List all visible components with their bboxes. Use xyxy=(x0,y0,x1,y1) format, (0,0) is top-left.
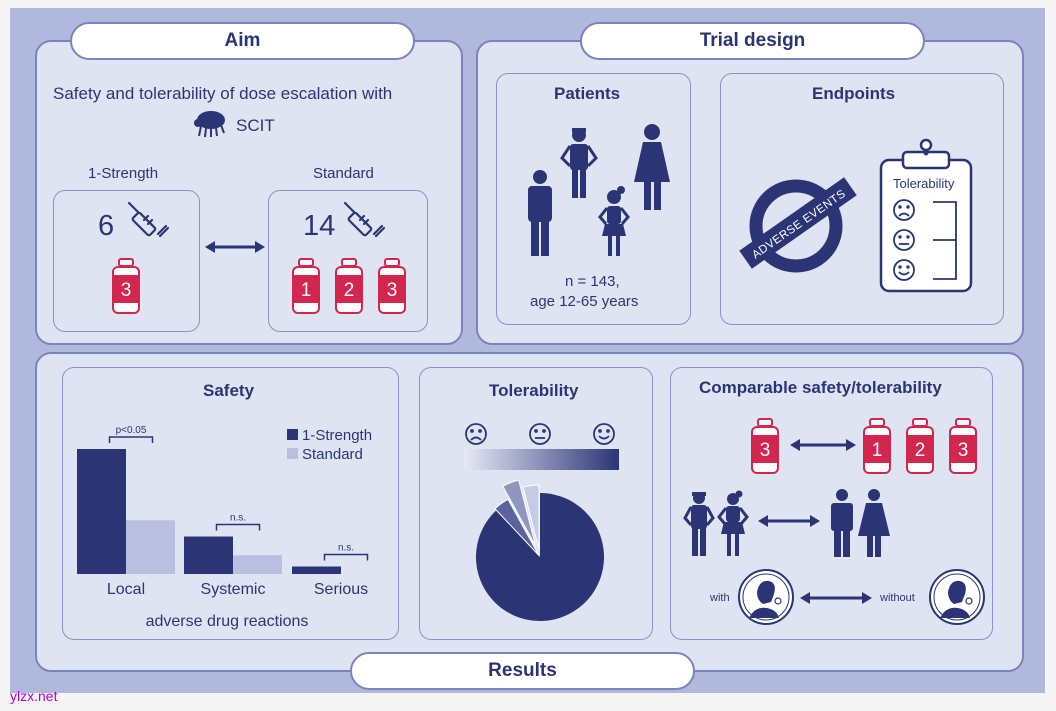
bar-1-strength-systemic xyxy=(184,536,233,574)
significance-label: n.s. xyxy=(230,513,246,524)
neutral-face-icon xyxy=(529,423,551,445)
category-label: Local xyxy=(107,581,145,598)
sad-face-icon xyxy=(465,423,487,445)
patients-count: n = 143, xyxy=(565,273,620,290)
endpoints-title: Endpoints xyxy=(812,84,896,103)
vial-icon: 2 xyxy=(906,418,934,474)
one-strength-label: 1-Strength xyxy=(88,165,159,182)
house-dust-mite-icon xyxy=(194,111,225,138)
pie-slice-neutral xyxy=(502,479,537,547)
vial-icon: 1 xyxy=(292,258,320,314)
trial-design-title: Trial design xyxy=(580,22,925,60)
vial-icon: 3 xyxy=(751,418,779,474)
compare-arrow-icon xyxy=(790,439,856,451)
with-label: with xyxy=(710,592,730,604)
patients-people-icon xyxy=(528,124,670,256)
vial-number: 3 xyxy=(121,280,132,301)
pie-slice-mostly-positive xyxy=(494,498,540,556)
compare-arrow-icon xyxy=(205,241,265,253)
significance-label: p<0.05 xyxy=(116,425,147,436)
clipboard-icon xyxy=(879,138,973,293)
tolerability-pie-chart xyxy=(476,479,604,621)
significance-bracket xyxy=(323,553,369,561)
bar-1-strength-serious xyxy=(292,566,341,574)
pie-slice-positive xyxy=(476,493,604,621)
legend-swatch xyxy=(287,448,298,459)
tolerability-gradient-scale xyxy=(464,449,619,470)
aim-therapy: SCIT xyxy=(236,116,275,135)
vial-icon: 3 xyxy=(378,258,406,314)
aim-title: Aim xyxy=(70,22,415,60)
significance-label: n.s. xyxy=(338,543,354,554)
adults-icon xyxy=(831,489,890,557)
significance-bracket xyxy=(215,523,261,531)
patients-age: age 12-65 years xyxy=(530,293,639,310)
results-title: Results xyxy=(350,652,695,690)
category-label: Serious xyxy=(314,581,368,598)
watermark: ylzx.net xyxy=(10,688,58,704)
syringe-icon xyxy=(127,201,170,238)
vial-icon: 1 xyxy=(863,418,891,474)
comparable-title: Comparable safety/tolerability xyxy=(699,378,942,397)
bar-1-strength-local xyxy=(77,449,126,574)
bar-standard-systemic xyxy=(233,555,282,574)
category-label: Systemic xyxy=(201,581,266,598)
adolescents-icon xyxy=(683,490,749,556)
pie-slice-negative xyxy=(522,484,540,550)
vial-icon: 2 xyxy=(335,258,363,314)
vial-number: 2 xyxy=(915,440,926,461)
bar-standard-local xyxy=(126,520,175,574)
x-axis-label: adverse drug reactions xyxy=(146,613,309,630)
happy-face-icon xyxy=(593,423,615,445)
legend-label: 1-Strength xyxy=(302,427,372,444)
safety-title: Safety xyxy=(203,381,255,400)
vial-number: 1 xyxy=(872,440,883,461)
clipboard-label: Tolerability xyxy=(893,176,955,191)
aim-subtitle: Safety and tolerability of dose escalati… xyxy=(53,84,393,103)
standard-label: Standard xyxy=(313,165,374,182)
tolerability-title: Tolerability xyxy=(489,381,579,400)
one-strength-injections: 6 xyxy=(98,210,115,242)
without-label: without xyxy=(880,592,915,604)
vial-number: 3 xyxy=(760,440,771,461)
vial-number: 1 xyxy=(301,280,312,301)
compare-arrow-icon xyxy=(758,515,820,527)
compare-arrow-icon xyxy=(800,592,872,604)
vial-number: 3 xyxy=(958,440,969,461)
asthma-patient-icon xyxy=(738,569,794,625)
asthma-patient-icon xyxy=(929,569,985,625)
significance-bracket xyxy=(108,436,154,443)
vial-icon: 3 xyxy=(949,418,977,474)
syringe-icon xyxy=(343,201,386,238)
standard-injections: 14 xyxy=(303,210,336,242)
patients-title: Patients xyxy=(554,84,621,103)
adverse-events-icon: ADVERSE EVENTS xyxy=(739,177,857,273)
tolerability-faces-icon xyxy=(465,423,615,445)
legend-swatch xyxy=(287,429,298,440)
vial-icon: 3 xyxy=(112,258,140,314)
vial-number: 2 xyxy=(344,280,355,301)
legend-label: Standard xyxy=(302,446,363,463)
vial-number: 3 xyxy=(387,280,398,301)
